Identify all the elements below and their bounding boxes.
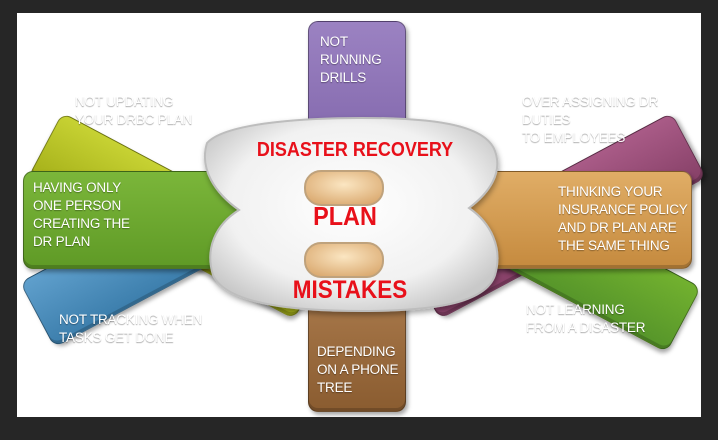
bar-depending-phone: [308, 295, 406, 412]
label-depending-phone: DEPENDING ON A PHONE TREE: [317, 344, 399, 395]
label-thinking-insurance: THINKING YOUR INSURANCE POLICY AND DR PL…: [558, 184, 688, 253]
label-not-running-drills: NOT RUNNING DRILLS: [320, 34, 382, 85]
label-having-only-one: HAVING ONLY ONE PERSON CREATING THE DR P…: [33, 180, 130, 249]
eight-upper-hole: [304, 170, 384, 206]
center-title-line2: PLAN: [313, 201, 377, 231]
eight-outline: [203, 116, 499, 313]
center-title-line3: MISTAKES: [292, 276, 408, 304]
label-over-assigning: OVER ASSIGNING DR DUTIES TO EMPLOYEES: [522, 94, 659, 145]
label-not-learning: NOT LEARNING FROM A DISASTER: [526, 302, 646, 335]
eight-lower-hole: [304, 242, 384, 278]
label-not-tracking: NOT TRACKING WHEN TASKS GET DONE: [59, 312, 203, 345]
label-not-updating: NOT UPDATING YOUR DRBC PLAN: [75, 94, 193, 127]
center-title-line1: DISASTER RECOVERY: [256, 139, 454, 161]
diagram-canvas: NOT RUNNING DRILLS NOT UPDATING YOUR DRB…: [17, 13, 707, 417]
center-eight-badge: [203, 116, 499, 313]
